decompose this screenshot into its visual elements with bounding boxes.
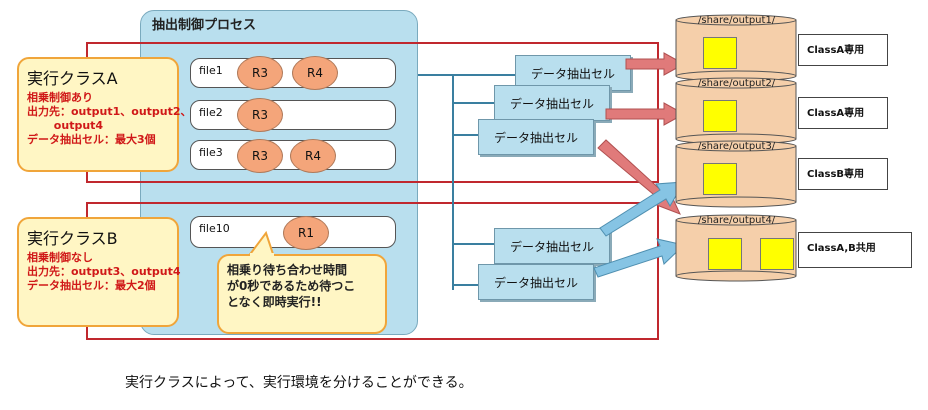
file-label: file1: [199, 64, 223, 77]
exec-class-b-title: 実行クラスB: [27, 229, 118, 248]
output-usage-label: ClassA,B共用: [798, 232, 912, 268]
blue-arrows: [593, 181, 686, 278]
exec-class-b-line: 相乗制御なし: [27, 251, 93, 264]
data-extraction-cell: データ抽出セル: [494, 228, 610, 264]
file-note-icon: [703, 100, 737, 132]
exec-class-a-line: output4: [27, 119, 104, 132]
data-extraction-cell: データ抽出セル: [494, 85, 610, 121]
file-note-icon: [708, 238, 742, 270]
output-usage-label: ClassA専用: [798, 97, 888, 129]
exec-class-a-title: 実行クラスA: [27, 69, 118, 88]
resource-r3: R3: [237, 139, 283, 173]
exec-class-a-line: 出力先：output1、output2、: [27, 105, 192, 118]
resource-r3: R3: [237, 56, 283, 90]
callout-tail-cover: [250, 253, 274, 258]
file-note-icon: [703, 163, 737, 195]
file-label: file10: [199, 222, 230, 235]
file-note-icon: [703, 37, 737, 69]
file-label: file3: [199, 146, 223, 159]
output-path: /share/output2/: [698, 78, 776, 89]
output-path: /share/output3/: [698, 141, 776, 152]
exec-class-a-box: 実行クラスA 相乗制御あり 出力先：output1、output2、 outpu…: [17, 57, 192, 172]
output-path: /share/output1/: [698, 15, 776, 26]
resource-r3: R3: [237, 98, 283, 132]
exec-class-b-line: 出力先：output3、output4: [27, 265, 181, 278]
exec-class-b-line: データ抽出セル：最大2個: [27, 279, 156, 292]
file-note-icon: [760, 238, 794, 270]
file-bar-file2: [190, 100, 396, 130]
output-path: /share/output4/: [698, 215, 776, 226]
exec-class-a-line: データ抽出セル：最大3個: [27, 133, 156, 146]
process-title: 抽出制御プロセス: [152, 18, 257, 33]
callout-bubble: 相乗り待ち合わせ時間 が0秒であるため待つこ となく即時実行!!: [217, 254, 387, 334]
data-extraction-cell: データ抽出セル: [478, 119, 594, 155]
resource-r1: R1: [283, 216, 329, 250]
resource-r4: R4: [290, 139, 336, 173]
resource-r4: R4: [292, 56, 338, 90]
exec-class-b-box: 実行クラスB 相乗制御なし 出力先：output3、output4 データ抽出セ…: [17, 217, 181, 327]
file-label: file2: [199, 106, 223, 119]
output-usage-label: ClassB専用: [798, 158, 888, 190]
data-extraction-cell: データ抽出セル: [478, 264, 594, 300]
output-usage-label: ClassA専用: [798, 34, 888, 66]
exec-class-a-line: 相乗制御あり: [27, 91, 93, 104]
diagram-caption: 実行クラスによって、実行環境を分けることができる。: [125, 375, 473, 391]
